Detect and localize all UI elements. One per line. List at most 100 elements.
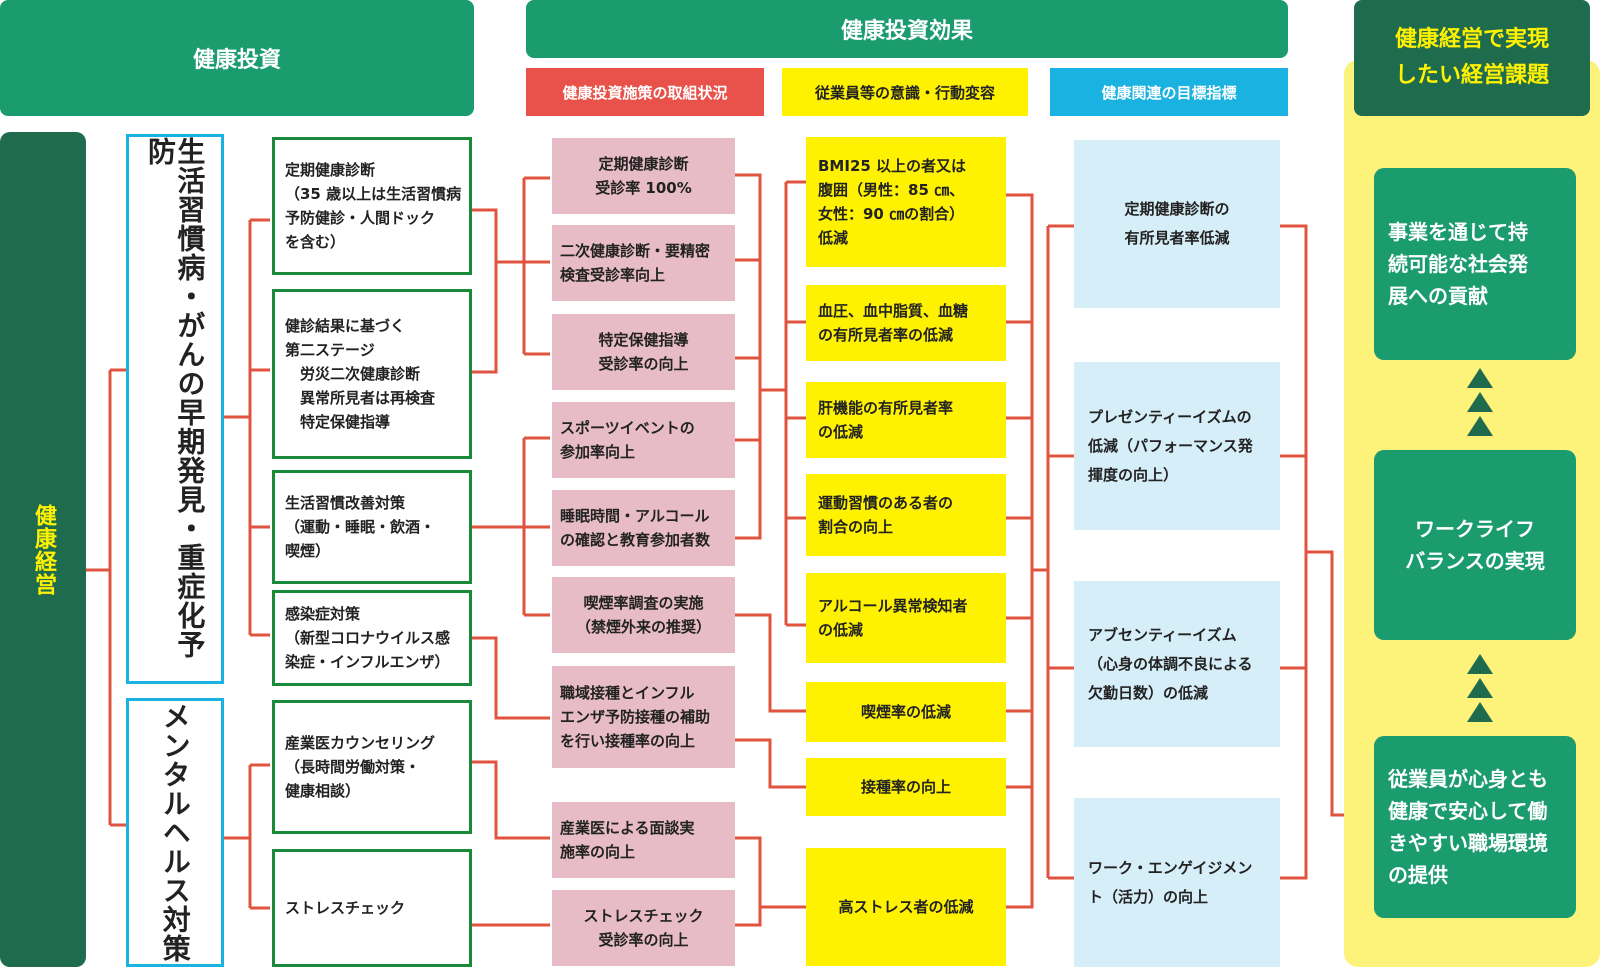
- investment-box-line: 産業医カウンセリング: [285, 734, 436, 752]
- measure-box-line: （禁煙外来の推奨）: [575, 618, 711, 636]
- behavior-box-line: 血圧、血中脂質、血糖: [818, 302, 969, 320]
- triangle-icon: [1467, 702, 1493, 722]
- behavior-box-7: 接種率の向上: [806, 758, 1006, 816]
- measure-box-line: 施率の向上: [560, 843, 636, 861]
- measure-box-6: 喫煙率調査の実施 （禁煙外来の推奨）: [552, 577, 735, 653]
- investment-box-5: 産業医カウンセリング（長時間労働対策・健康相談）: [272, 700, 472, 834]
- indicator-box-line: 揮度の向上）: [1088, 465, 1179, 484]
- header-investment-effect: 健康投資効果: [526, 0, 1288, 58]
- goal-box-line: きやすい職場環境: [1388, 831, 1548, 855]
- category-lifestyle-disease: 生活習慣病・がんの早期発見・重症化予防: [126, 134, 224, 684]
- indicator-box-3: アブセンティーイズム（心身の体調不良による欠勤日数）の低減: [1074, 581, 1280, 747]
- investment-box-line: 特定保健指導: [285, 413, 391, 431]
- measure-box-5: 睡眠時間・アルコールの確認と教育参加者数: [552, 490, 735, 566]
- category-mental-health: メンタルヘルス対策: [126, 698, 224, 967]
- behavior-box-line: 運動習慣のある者の: [818, 494, 954, 512]
- behavior-box-line: 割合の向上: [818, 518, 894, 536]
- goal-box-2: ワークライフバランスの実現: [1374, 450, 1576, 640]
- measure-box-line: 受診率の向上: [598, 355, 689, 373]
- triangle-icon: [1467, 678, 1493, 698]
- indicator-box-4: ワーク・エンゲイジメント（活力）の向上: [1074, 798, 1280, 967]
- behavior-box-line: 女性：90 ㎝の割合）: [818, 205, 965, 223]
- behavior-box-2: 血圧、血中脂質、血糖の有所見者率の低減: [806, 285, 1006, 361]
- measure-box-9: ストレスチェック受診率の向上: [552, 890, 735, 966]
- arrow-up-triangles-upper: [1467, 368, 1493, 436]
- measure-box-line: 受診率の向上: [598, 931, 689, 949]
- goal-box-1: 事業を通じて持続可能な社会発展への貢献: [1374, 168, 1576, 360]
- header-issues-line-1: 健康経営で実現: [1394, 27, 1549, 52]
- behavior-box-line: 接種率の向上: [860, 778, 951, 796]
- measure-box-line: 職域接種とインフル: [560, 684, 695, 702]
- behavior-box-5: アルコール異常検知者の低減: [806, 573, 1006, 663]
- investment-box-line: を含む）: [285, 233, 346, 251]
- subheader-measures: 健康投資施策の取組状況: [526, 68, 764, 116]
- behavior-box-line: 腹囲（男性：85 ㎝、: [818, 181, 965, 199]
- investment-box-line: 労災二次健康診断: [285, 365, 421, 383]
- measure-box-2: 二次健康診断・要精密検査受診率向上: [552, 225, 735, 301]
- behavior-box-1: BMI25 以上の者又は腹囲（男性：85 ㎝、女性：90 ㎝の割合）低減: [806, 137, 1006, 267]
- indicator-box-line: （心身の体調不良による: [1088, 654, 1253, 673]
- measure-box-line: 検査受診率向上: [560, 266, 666, 284]
- investment-box-line: 第二ステージ: [285, 341, 375, 359]
- behavior-box-line: の低減: [818, 423, 864, 441]
- investment-box-line: 喫煙）: [285, 542, 331, 560]
- header-issues-line-2: したい経営課題: [1394, 63, 1549, 88]
- investment-box-line: 予防健診・人間ドック: [285, 209, 436, 227]
- header-management-issues: 健康経営で実現 したい経営課題: [1354, 0, 1590, 116]
- measure-box-line: 産業医による面談実: [560, 819, 695, 837]
- behavior-box-line: 肝機能の有所見者率: [818, 399, 954, 417]
- measure-box-8: 産業医による面談実施率の向上: [552, 802, 735, 878]
- subheader-indicators: 健康関連の目標指標: [1050, 68, 1288, 116]
- behavior-box-line: 喫煙率の低減: [860, 703, 951, 721]
- investment-box-line: 定期健康診断: [285, 161, 376, 179]
- behavior-box-line: アルコール異常検知者: [818, 597, 968, 615]
- goal-box-line: バランスの実現: [1405, 549, 1545, 573]
- measure-box-line: 喫煙率調査の実施: [583, 594, 704, 612]
- investment-box-line: 染症・インフルエンザ）: [285, 653, 450, 671]
- goal-box-line: 続可能な社会発: [1388, 252, 1528, 276]
- measure-box-line: 二次健康診断・要精密: [560, 242, 711, 260]
- indicator-box-line: 有所見者率低減: [1124, 229, 1230, 247]
- behavior-box-line: 高ストレス者の低減: [838, 898, 974, 916]
- measure-box-line: 睡眠時間・アルコール: [560, 507, 710, 525]
- goal-box-3: 従業員が心身とも健康で安心して働きやすい職場環境の提供: [1374, 736, 1576, 918]
- measure-box-line: エンザ予防接種の補助: [560, 708, 711, 726]
- indicator-box-2: プレゼンティーイズムの低減（パフォーマンス発揮度の向上）: [1074, 362, 1280, 530]
- measure-box-1: 定期健康診断受診率 100%: [552, 138, 735, 214]
- investment-box-line: 健診結果に基づく: [285, 317, 406, 335]
- behavior-box-4: 運動習慣のある者の割合の向上: [806, 474, 1006, 556]
- investment-box-line: 健康相談）: [285, 782, 361, 800]
- measure-box-line: 定期健康診断: [598, 155, 689, 173]
- left-bar-health-management: 健康経営: [0, 132, 86, 967]
- behavior-box-line: 低減: [818, 229, 849, 247]
- indicator-box-line: 定期健康診断の: [1124, 200, 1230, 218]
- triangle-icon: [1467, 654, 1493, 674]
- behavior-box-line: の有所見者率の低減: [818, 326, 954, 344]
- goal-box-line: 展への貢献: [1388, 284, 1488, 308]
- goal-box-line: 事業を通じて持: [1388, 220, 1528, 244]
- indicator-box-line: ト（活力）の向上: [1088, 887, 1209, 906]
- investment-box-line: 生活習慣改善対策: [285, 494, 406, 512]
- goal-box-line: 健康で安心して働: [1388, 799, 1548, 823]
- measure-box-line: スポーツイベントの: [560, 419, 695, 437]
- investment-box-4: 感染症対策（新型コロナウイルス感染症・インフルエンザ）: [272, 590, 472, 686]
- measure-box-line: 参加率向上: [560, 443, 636, 461]
- goal-box-line: ワークライフ: [1415, 517, 1535, 541]
- investment-box-6: ストレスチェック: [272, 849, 472, 967]
- investment-box-line: （新型コロナウイルス感: [285, 629, 451, 647]
- measure-box-7: 職域接種とインフルエンザ予防接種の補助を行い接種率の向上: [552, 666, 735, 768]
- goal-box-line: 従業員が心身とも: [1388, 767, 1548, 791]
- header-health-investment: 健康投資: [0, 0, 474, 116]
- behavior-box-3: 肝機能の有所見者率の低減: [806, 382, 1006, 458]
- subheader-behavior: 従業員等の意識・行動変容: [782, 68, 1028, 116]
- investment-box-2: 健診結果に基づく第二ステージ 労災二次健康診断 異常所見者は再検査 特定保健指導: [272, 289, 472, 459]
- indicator-box-line: アブセンティーイズム: [1088, 625, 1237, 644]
- arrow-up-triangles-lower: [1467, 654, 1493, 722]
- goal-box-line: の提供: [1388, 863, 1448, 887]
- measure-box-3: 特定保健指導受診率の向上: [552, 314, 735, 390]
- behavior-box-line: の低減: [818, 621, 864, 639]
- investment-box-line: （35 歳以上は生活習慣病: [285, 185, 462, 203]
- measure-box-line: 受診率 100%: [595, 179, 692, 197]
- investment-box-line: （運動・睡眠・飲酒・: [285, 518, 436, 536]
